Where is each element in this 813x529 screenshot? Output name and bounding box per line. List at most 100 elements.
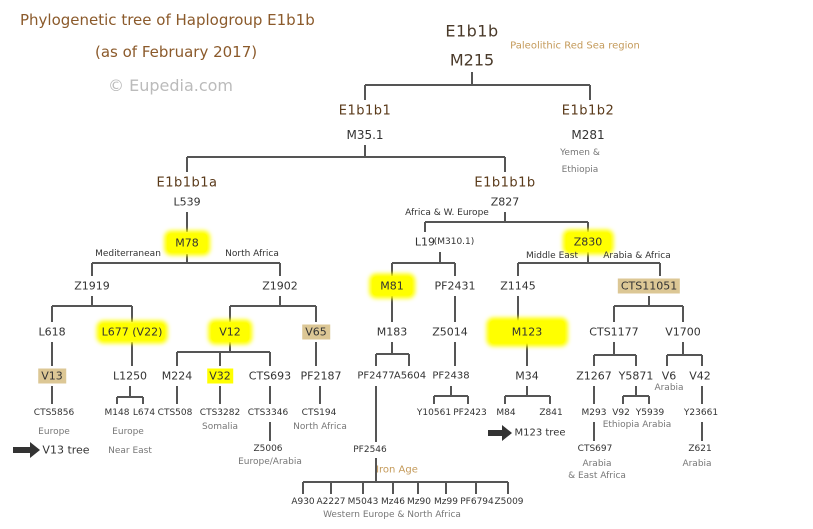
node-M148: M148 bbox=[104, 408, 130, 418]
node-V13: V13 bbox=[38, 368, 66, 384]
node-Y10561: Y10561 bbox=[416, 408, 452, 418]
node-CTS697: CTS697 bbox=[577, 444, 613, 454]
node-CTS693: CTS693 bbox=[248, 369, 292, 383]
node-M281: M281 bbox=[571, 128, 605, 142]
node-PF2477: PF2477 bbox=[357, 370, 395, 382]
node-Z830: Z830 bbox=[565, 232, 611, 252]
node-CTS508: CTS508 bbox=[157, 408, 193, 418]
node-M215: M215 bbox=[449, 50, 495, 70]
node-Z621: Z621 bbox=[688, 444, 712, 454]
root-note: Paleolithic Red Sea region bbox=[510, 40, 640, 52]
region-label: & East Africa bbox=[568, 471, 626, 481]
node-Y5939: Y5939 bbox=[635, 408, 665, 418]
region-label: Europe bbox=[112, 427, 144, 437]
node-Z1267: Z1267 bbox=[576, 369, 612, 383]
node-M183: M183 bbox=[376, 325, 408, 339]
node-PF6794: PF6794 bbox=[460, 497, 494, 507]
node-Z1145: Z1145 bbox=[500, 279, 536, 293]
node-PF2546: PF2546 bbox=[353, 445, 387, 455]
region-label: Somalia bbox=[201, 422, 239, 432]
node-A2227: A2227 bbox=[316, 497, 346, 507]
node-M310.1: (M310.1) bbox=[433, 237, 475, 247]
node-CTS5856: CTS5856 bbox=[33, 408, 75, 418]
node-M34: M34 bbox=[515, 369, 539, 383]
region-label: Western Europe & North Africa bbox=[323, 510, 461, 520]
node-CTS3282: CTS3282 bbox=[199, 408, 241, 418]
node-Z1902: Z1902 bbox=[262, 279, 298, 293]
region-label: Middle East bbox=[525, 251, 579, 261]
node-Mz46: Mz46 bbox=[381, 497, 405, 507]
node-PF2438: PF2438 bbox=[432, 370, 470, 382]
node-L674: L674 bbox=[132, 408, 156, 418]
node-Z5006: Z5006 bbox=[253, 444, 283, 454]
node-Z827: Z827 bbox=[490, 195, 520, 209]
node-M123: M123 bbox=[489, 320, 565, 344]
iron-age-label: Iron Age bbox=[376, 464, 418, 476]
node-V42: V42 bbox=[689, 369, 711, 383]
region-label: Mediterranean bbox=[95, 249, 161, 259]
node-CTS194: CTS194 bbox=[301, 408, 337, 418]
arrow-icon-m123 bbox=[488, 425, 512, 441]
m123-tree-link[interactable]: M123 tree bbox=[514, 427, 566, 439]
node-PF2423: PF2423 bbox=[453, 408, 487, 418]
region-label: North Africa bbox=[225, 249, 279, 259]
node-CTS11051: CTS11051 bbox=[617, 278, 681, 294]
region-label: Yemen & bbox=[560, 148, 600, 158]
node-V32: V32 bbox=[207, 368, 233, 384]
region-label: Ethiopia Arabia bbox=[602, 420, 672, 430]
node-Z1919: Z1919 bbox=[74, 279, 110, 293]
node-L1250: L1250 bbox=[112, 369, 148, 383]
region-label: Africa & W. Europe bbox=[405, 208, 489, 218]
node-A5604: A5604 bbox=[393, 370, 427, 382]
node-Y5871: Y5871 bbox=[618, 369, 654, 383]
node-M81: M81 bbox=[372, 276, 412, 296]
node-V65: V65 bbox=[302, 324, 330, 340]
node-V12: V12 bbox=[211, 322, 249, 342]
node-A930: A930 bbox=[291, 497, 315, 507]
node-Z841: Z841 bbox=[539, 408, 563, 418]
node-V6: V6 bbox=[661, 369, 677, 383]
v13-tree-link[interactable]: V13 tree bbox=[42, 443, 90, 457]
node-CTS3346: CTS3346 bbox=[247, 408, 289, 418]
node-E1b1b: E1b1b bbox=[445, 21, 499, 41]
node-V1700: V1700 bbox=[665, 325, 701, 339]
node-CTS1177: CTS1177 bbox=[589, 325, 639, 339]
node-L19: L19 bbox=[414, 235, 436, 249]
node-V92: V92 bbox=[612, 408, 630, 418]
node-PF2187: PF2187 bbox=[300, 369, 342, 383]
node-M35.1: M35.1 bbox=[346, 128, 384, 142]
node-M5043: M5043 bbox=[347, 497, 379, 507]
node-Mz90: Mz90 bbox=[407, 497, 431, 507]
region-label: Europe bbox=[38, 427, 70, 437]
node-M84: M84 bbox=[496, 408, 516, 418]
region-label: Near East bbox=[108, 446, 152, 456]
node-M224: M224 bbox=[161, 369, 193, 383]
node-M78: M78 bbox=[167, 233, 207, 253]
tree-subtitle: (as of February 2017) bbox=[95, 43, 258, 61]
arrow-icon-v13 bbox=[13, 442, 40, 458]
node-Z5014: Z5014 bbox=[432, 325, 468, 339]
region-label: Europe/Arabia bbox=[238, 457, 302, 467]
node-L539: L539 bbox=[173, 195, 201, 209]
tree-title: Phylogenetic tree of Haplogroup E1b1b bbox=[20, 11, 315, 29]
node-PF2431: PF2431 bbox=[434, 279, 476, 293]
region-label: Arabia bbox=[582, 459, 612, 469]
node-E1b1b2: E1b1b2 bbox=[561, 103, 615, 119]
region-label: North Africa bbox=[293, 422, 347, 432]
node-L677: L677 (V22) bbox=[99, 323, 165, 341]
node-L618: L618 bbox=[38, 325, 66, 339]
copyright: © Eupedia.com bbox=[108, 76, 233, 95]
node-E1b1b1b: E1b1b1b bbox=[474, 175, 536, 191]
region-label: Arabia bbox=[682, 459, 712, 469]
region-label: Arabia & Africa bbox=[603, 251, 671, 261]
node-M293: M293 bbox=[581, 408, 607, 418]
node-Mz99: Mz99 bbox=[434, 497, 458, 507]
node-Y23661: Y23661 bbox=[683, 408, 719, 418]
node-E1b1b1: E1b1b1 bbox=[338, 103, 392, 119]
node-E1b1b1a: E1b1b1a bbox=[156, 175, 218, 191]
region-label: Ethiopia bbox=[561, 165, 599, 175]
region-label: Arabia bbox=[654, 383, 684, 393]
